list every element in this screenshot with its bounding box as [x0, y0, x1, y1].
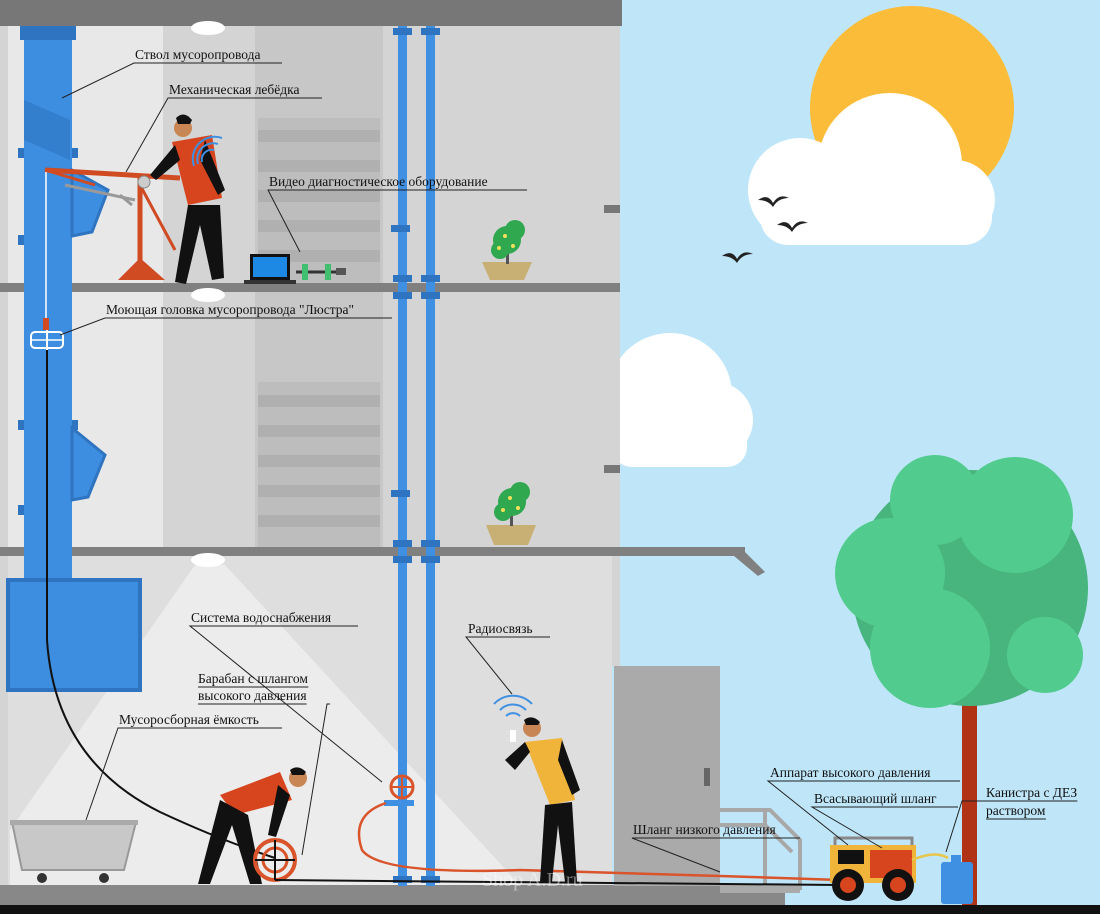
wifi-icon — [493, 694, 533, 717]
label-water-supply: Система водоснабжения — [191, 610, 331, 625]
roof — [0, 0, 622, 26]
floor-slab — [0, 547, 745, 556]
label-canister-line2: раствором — [986, 803, 1046, 818]
worker-radio — [493, 694, 580, 882]
label-drum-line2: высокого давления — [198, 688, 307, 703]
worker-winch — [150, 114, 225, 284]
tree-icon — [835, 455, 1088, 905]
mechanical-winch — [44, 167, 181, 280]
canister — [941, 855, 973, 904]
stairs — [258, 118, 380, 547]
label-chute: Ствол мусоропровода — [135, 47, 260, 62]
low-pressure-hose — [357, 801, 841, 882]
floor-slab — [0, 283, 620, 292]
wifi-icon — [191, 135, 223, 167]
label-wash-head: Моющая головка мусоропровода "Люстра" — [106, 302, 354, 317]
plant-icon — [486, 482, 536, 545]
water-supply-valve — [384, 774, 415, 806]
cloud-icon — [608, 333, 753, 467]
lamp-icon — [191, 21, 225, 567]
watermark: Shop A.D.ru — [482, 869, 583, 891]
garbage-bin — [10, 820, 138, 883]
label-winch: Механическая лебёдка — [169, 82, 300, 97]
high-pressure-unit — [830, 836, 916, 901]
label-drum-line1: Барабан с шлангом — [198, 671, 308, 686]
label-hp-unit: Аппарат высокого давления — [770, 765, 930, 780]
bird-icon — [722, 196, 808, 263]
label-video: Видео диагностическое оборудование — [269, 174, 488, 189]
suction-hose — [911, 853, 949, 862]
door — [614, 666, 720, 886]
high-pressure-hose — [46, 350, 276, 859]
ground — [0, 885, 785, 905]
laptop-icon — [244, 254, 296, 284]
label-bin: Мусоросборная ёмкость — [119, 712, 259, 727]
water-pipes — [391, 26, 440, 886]
worker-drum — [198, 767, 307, 884]
camera-icon — [296, 264, 346, 280]
label-canister-line1: Канистра с ДЕЗ — [986, 785, 1077, 800]
label-radio: Радиосвязь — [468, 621, 533, 636]
wash-head-chandelier — [30, 318, 64, 350]
hose-drum — [253, 838, 297, 882]
cloud-icon — [748, 93, 995, 245]
label-suction-hose: Всасывающий шланг — [814, 791, 937, 806]
plant-icon — [482, 220, 532, 280]
label-lp-hose: Шланг низкого давления — [633, 822, 776, 837]
